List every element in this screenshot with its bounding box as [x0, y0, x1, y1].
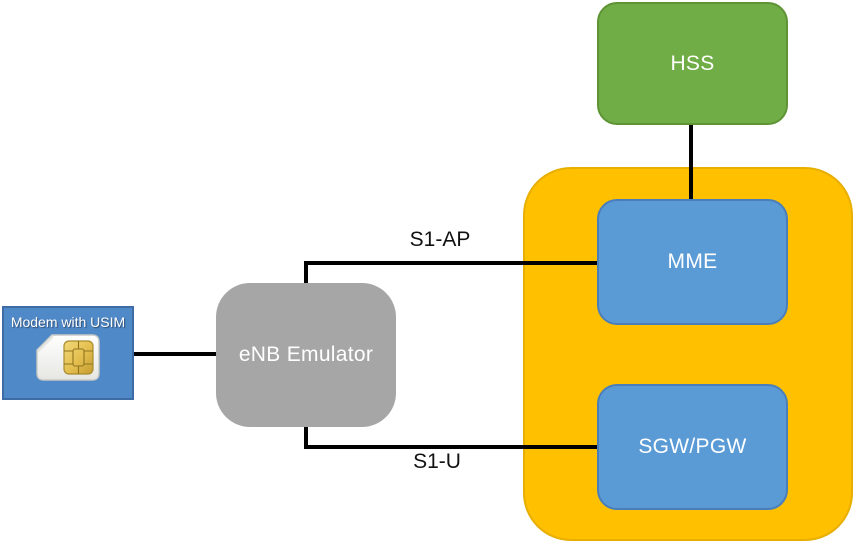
enb-emulator-label: eNB Emulator — [238, 343, 374, 366]
connector-s1ap-vertical — [304, 261, 308, 287]
hss-node: HSS — [597, 2, 788, 125]
s1u-label: S1-U — [413, 450, 461, 473]
connector-modem-enb — [134, 352, 218, 356]
sgw-pgw-node: SGW/PGW — [597, 384, 788, 510]
connector-hss-mme — [689, 124, 693, 202]
mme-label: MME — [667, 250, 718, 273]
sgw-pgw-label: SGW/PGW — [638, 435, 747, 458]
mme-node: MME — [597, 199, 788, 325]
s1ap-label: S1-AP — [409, 228, 471, 251]
modem-label: Modem with USIM — [10, 314, 126, 330]
sim-card-icon — [35, 334, 101, 382]
hss-label: HSS — [670, 51, 715, 75]
connector-s1u — [304, 445, 598, 449]
connector-s1ap — [304, 261, 598, 265]
modem-node: Modem with USIM — [2, 306, 134, 400]
enb-emulator-node: eNB Emulator — [216, 283, 396, 427]
connector-s1u-vertical — [304, 423, 308, 449]
